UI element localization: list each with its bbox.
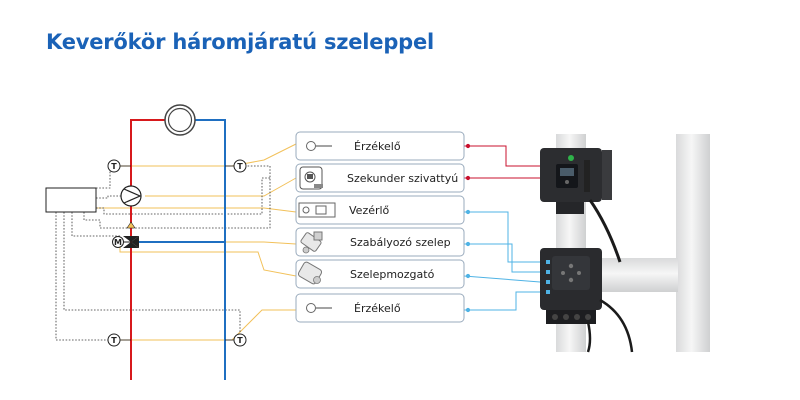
sensor-signal-top	[120, 143, 297, 167]
component-label: Szelepmozgató	[350, 268, 435, 281]
component-label: Érzékelő	[354, 140, 401, 153]
yellow-signal-lines	[92, 143, 297, 341]
valve-icon	[300, 231, 323, 254]
component-box-valve: Szabályozó szelep	[295, 227, 465, 257]
sensor-signal-bottom	[120, 309, 296, 341]
pump-product	[540, 148, 622, 263]
component-label: Szabályozó szelep	[350, 236, 451, 249]
return-pipe	[194, 119, 226, 380]
product-illustration	[540, 134, 710, 353]
sensor-return-bottom: T	[225, 333, 247, 347]
controller-icon	[298, 202, 336, 218]
sensor-letter: T	[237, 336, 243, 345]
component-label: Szekunder szivattyú	[347, 172, 458, 185]
component-label: Érzékelő	[354, 302, 401, 315]
component-boxes: Érzékelő Szekunder szivattyú Vezérlő	[295, 131, 465, 323]
supply-pipe	[130, 119, 166, 380]
temperature-sensors: T T T T	[107, 159, 247, 347]
hydraulic-pipes	[130, 119, 226, 380]
component-box-sensor-top: Érzékelő	[295, 131, 465, 161]
sensor-icon	[306, 141, 332, 151]
sensor-letter: T	[111, 336, 117, 345]
controller-unit	[45, 187, 97, 213]
controller-product	[540, 248, 634, 353]
sensor-supply-top: T	[107, 159, 131, 173]
blue-signal-lines	[463, 209, 541, 313]
sensor-supply-bottom: T	[107, 333, 131, 347]
component-box-controller: Vezérlő	[295, 195, 465, 225]
motor-letter: M	[114, 238, 122, 247]
sensor-letter: T	[237, 162, 243, 171]
heat-emitter	[164, 104, 196, 136]
page-title: Keverőkör háromjáratú szeleppel	[46, 30, 435, 54]
pump-symbol	[120, 185, 142, 207]
component-box-actuator: Szelepmozgató	[295, 259, 465, 289]
actuator-icon	[297, 261, 323, 285]
three-way-valve-symbol: M	[112, 221, 139, 248]
sensor-icon	[306, 303, 332, 313]
pump-signal	[145, 177, 297, 197]
red-signal-lines	[464, 143, 540, 181]
actuator-signal	[119, 242, 297, 277]
component-box-sensor-bottom: Érzékelő	[295, 293, 465, 323]
component-box-pump: Szekunder szivattyú	[295, 163, 465, 193]
sensor-return-top: T	[225, 159, 247, 173]
controller-signal	[92, 207, 297, 213]
dotted-control-wires	[55, 165, 271, 341]
pump-icon	[299, 166, 323, 190]
right-pipe	[676, 134, 710, 352]
sensor-letter: T	[111, 162, 117, 171]
component-label: Vezérlő	[349, 204, 390, 217]
